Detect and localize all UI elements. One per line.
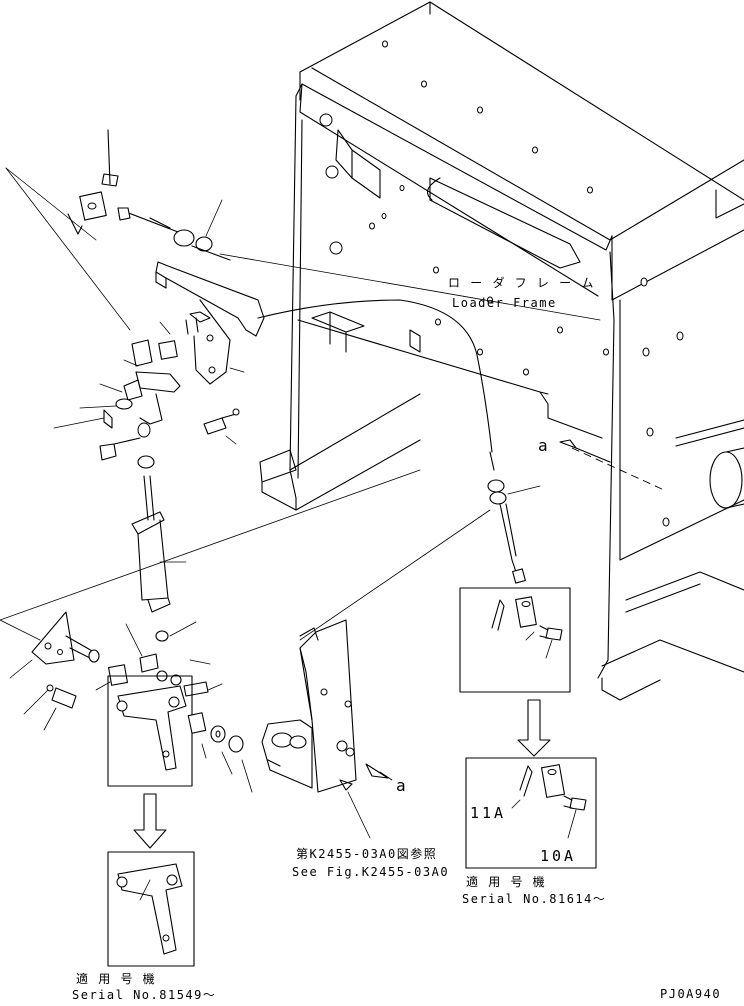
code-11a-label: 11A (470, 804, 506, 822)
serial-left-en: Serial No.81549～ (72, 988, 216, 1001)
see-figure-label-jp: 第K2455-03A0図参照 (296, 846, 437, 861)
damper-rod (131, 475, 197, 642)
detail-box-right-top (459, 587, 571, 693)
see-figure-label-en: See Fig.K2455-03A0 (292, 865, 449, 879)
detail-a-label-bottom: a (396, 776, 406, 795)
control-cable (0, 167, 601, 641)
upper-lever-assembly (53, 129, 265, 469)
detail-a-arrow (559, 439, 665, 491)
code-10a-label: 10A (540, 847, 576, 865)
arrow-down-right (517, 699, 551, 757)
text-labels: ロ ー ダ フ レ ー ム Loader Frame a a 第K2455-03… (72, 275, 721, 1002)
serial-right-en: Serial No.81614～ (462, 892, 606, 906)
drawing-number: PJ0A940 (660, 987, 721, 1001)
serial-left-jp: 適 用 号 機 (76, 971, 156, 986)
mount-bracket (261, 619, 393, 839)
arrow-down-left (133, 793, 167, 849)
loader-frame-label-jp: ロ ー ダ フ レ ー ム (448, 275, 595, 290)
detail-box-left (107, 851, 195, 967)
loader-frame-label-en: Loader Frame (452, 296, 557, 310)
loader-frame (259, 1, 744, 701)
serial-right-jp: 適 用 号 機 (466, 874, 546, 889)
detail-a-label-top: a (538, 436, 548, 455)
detail-box-right-bottom (465, 757, 597, 869)
lower-bracket-assembly (9, 611, 253, 793)
